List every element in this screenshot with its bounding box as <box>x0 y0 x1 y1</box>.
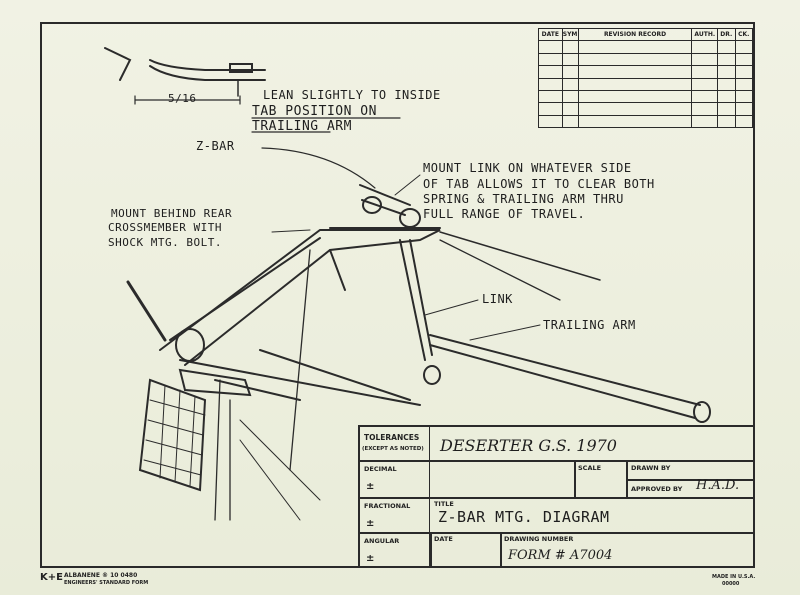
drawing-title: Z-BAR MTG. DIAGRAM <box>438 508 610 526</box>
tab-position-label-1: TAB POSITION ON <box>252 104 377 119</box>
mount-link-note-4: FULL RANGE OF TRAVEL. <box>423 207 586 221</box>
rev-header-ck: CK. <box>734 27 754 42</box>
drawing-number: FORM # A7004 <box>508 548 613 563</box>
date-label: DATE <box>434 535 453 543</box>
scale-label: SCALE <box>578 464 602 472</box>
mount-link-note-1: MOUNT LINK ON WHATEVER SIDE <box>423 161 632 175</box>
link-label: LINK <box>482 292 513 306</box>
except-label: (EXCEPT AS NOTED) <box>362 446 424 452</box>
drawn-by-label: DRAWN BY <box>631 464 671 472</box>
ke-logo: K+E <box>40 572 63 583</box>
angular-label: ANGULAR <box>364 537 400 545</box>
lean-note: LEAN SLIGHTLY TO INSIDE <box>263 88 441 102</box>
approver-initials: H.A.D. <box>696 478 740 493</box>
form-code: 00000 <box>722 581 740 587</box>
rev-header-record: REVISION RECORD <box>577 27 693 42</box>
paper-spec: ALBANENE ® 10 0480 <box>64 572 138 579</box>
title-block-border <box>358 425 755 568</box>
mount-behind-note-2: CROSSMEMBER WITH <box>108 221 222 234</box>
decimal-pm: ± <box>366 481 375 492</box>
angular-pm: ± <box>366 553 375 564</box>
revision-record-table: DATE SYM REVISION RECORD AUTH. DR. CK. <box>538 27 754 129</box>
dimension-label: 5/16 <box>168 92 197 105</box>
mount-link-note-3: SPRING & TRAILING ARM THRU <box>423 192 624 206</box>
mount-behind-note-1: MOUNT BEHIND REAR <box>111 207 233 220</box>
mount-behind-note-3: SHOCK MTG. BOLT. <box>108 236 222 249</box>
title-block: TOLERANCES (EXCEPT AS NOTED) DECIMAL ± F… <box>358 425 755 568</box>
project-name: DESERTER G.S. 1970 <box>440 436 617 455</box>
decimal-label: DECIMAL <box>364 465 397 473</box>
drawing-number-label: DRAWING NUMBER <box>504 535 574 543</box>
title-label: TITLE <box>434 500 454 508</box>
fractional-label: FRACTIONAL <box>364 502 411 510</box>
trailing-arm-label: TRAILING ARM <box>543 318 636 332</box>
mount-link-note-2: OF TAB ALLOWS IT TO CLEAR BOTH <box>423 177 655 191</box>
rev-header-auth: AUTH. <box>691 27 719 42</box>
rev-header-date: DATE <box>538 27 563 42</box>
paper-standard: ENGINEERS' STANDARD FORM <box>64 580 149 586</box>
tolerances-label: TOLERANCES <box>364 433 420 442</box>
tab-position-label-2: TRAILING ARM <box>252 119 352 134</box>
fractional-pm: ± <box>366 518 375 529</box>
rev-header-dr: DR. <box>717 27 736 42</box>
made-in-label: MADE IN U.S.A. <box>712 574 756 580</box>
approved-by-label: APPROVED BY <box>631 485 683 493</box>
tolerances-column <box>358 425 430 568</box>
rev-header-sym: SYM <box>561 27 579 42</box>
zbar-label: Z-BAR <box>196 139 235 153</box>
